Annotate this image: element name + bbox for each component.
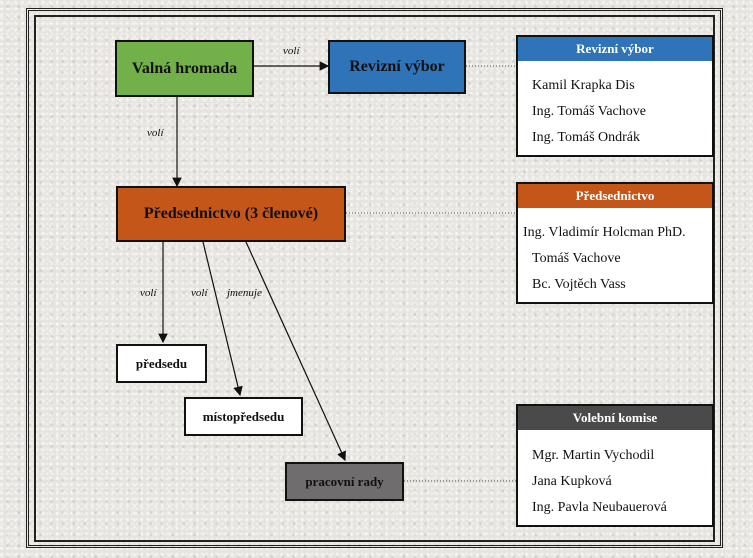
panel-predsednictvo-member: Ing. Vladimír Holcman PhD.: [523, 225, 686, 240]
panel-volebni-title: Volební komise: [518, 406, 712, 430]
edge-label-p-rady: jmenuje: [227, 287, 262, 299]
panel-volebni-member: Ing. Pavla Neubauerová: [532, 500, 667, 515]
node-predsedu: předsedu: [116, 344, 207, 383]
outer-frame: [26, 8, 723, 548]
edge-label-p-misto: volí: [191, 287, 208, 299]
panel-predsednictvo-title: Předsednictvo: [518, 184, 712, 208]
panel-predsednictvo-member: Bc. Vojtěch Vass: [532, 277, 626, 292]
node-mistopredsedu: místopředsedu: [184, 397, 303, 436]
panel-predsednictvo-member: Tomáš Vachove: [532, 251, 621, 266]
node-pracovni-rady: pracovní rady: [285, 462, 404, 501]
inner-frame: [34, 15, 715, 542]
panel-revizni-member: Kamil Krapka Dis: [532, 78, 635, 93]
node-revizni-vybor: Revizní výbor: [328, 40, 466, 94]
node-predsednictvo: Předsednictvo (3 členové): [116, 186, 346, 242]
edge-label-p-predsedu: volí: [140, 287, 157, 299]
edge-label-vh-rv: volí: [283, 45, 300, 57]
panel-volebni-member: Jana Kupková: [532, 474, 612, 489]
panel-volebni-komise: Volební komise Mgr. Martin Vychodil Jana…: [516, 404, 714, 527]
edge-label-vh-p: volí: [147, 127, 164, 139]
panel-revizni-member: Ing. Tomáš Vachove: [532, 104, 646, 119]
panel-revizni-vybor: Revizní výbor Kamil Krapka Dis Ing. Tomá…: [516, 35, 714, 157]
panel-revizni-member: Ing. Tomáš Ondrák: [532, 130, 641, 145]
panel-volebni-member: Mgr. Martin Vychodil: [532, 448, 655, 463]
node-valna-hromada: Valná hromada: [115, 40, 254, 97]
arrow-predsednictvo-to-mistopredsedu: [202, 241, 243, 397]
arrow-predsednictvo-to-pracovni-rady: [245, 241, 346, 462]
panel-predsednictvo: Předsednictvo Ing. Vladimír Holcman PhD.…: [516, 182, 714, 304]
panel-revizni-title: Revizní výbor: [518, 37, 712, 61]
